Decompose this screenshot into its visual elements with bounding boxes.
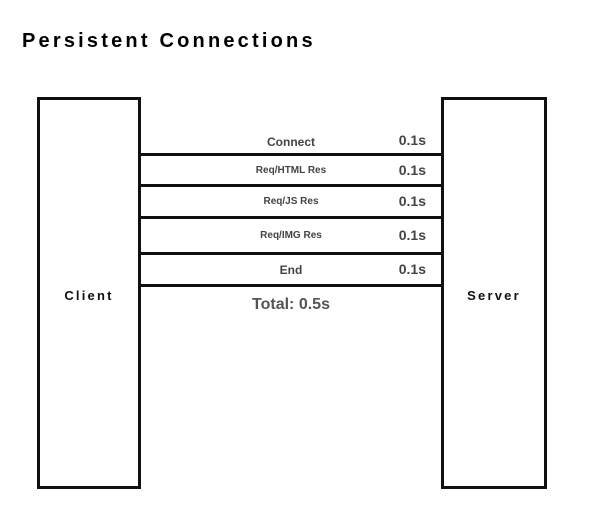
message-label-js: Req/JS Res	[263, 196, 319, 207]
connection-line-2	[140, 184, 442, 187]
message-label-img: Req/IMG Res	[260, 230, 322, 241]
message-time-end: 0.1s	[398, 261, 426, 277]
message-time-html: 0.1s	[398, 162, 426, 178]
message-label-connect: Connect	[267, 135, 315, 149]
server-box: Server	[441, 97, 547, 489]
message-time-js: 0.1s	[398, 193, 426, 209]
message-time-img: 0.1s	[398, 227, 426, 243]
total-time: Total: 0.5s	[252, 296, 330, 313]
message-time-connect: 0.1s	[398, 132, 426, 148]
client-box: Client	[37, 97, 141, 489]
client-label: Client	[64, 288, 114, 303]
message-label-html: Req/HTML Res	[255, 165, 327, 176]
connection-line-3	[140, 216, 442, 219]
connection-line-5	[140, 284, 442, 287]
server-label: Server	[467, 288, 521, 303]
connection-line-4	[140, 252, 442, 255]
connection-line-1	[140, 153, 442, 156]
diagram-title: Persistent Connections	[22, 30, 316, 52]
message-label-end: End	[279, 263, 303, 277]
